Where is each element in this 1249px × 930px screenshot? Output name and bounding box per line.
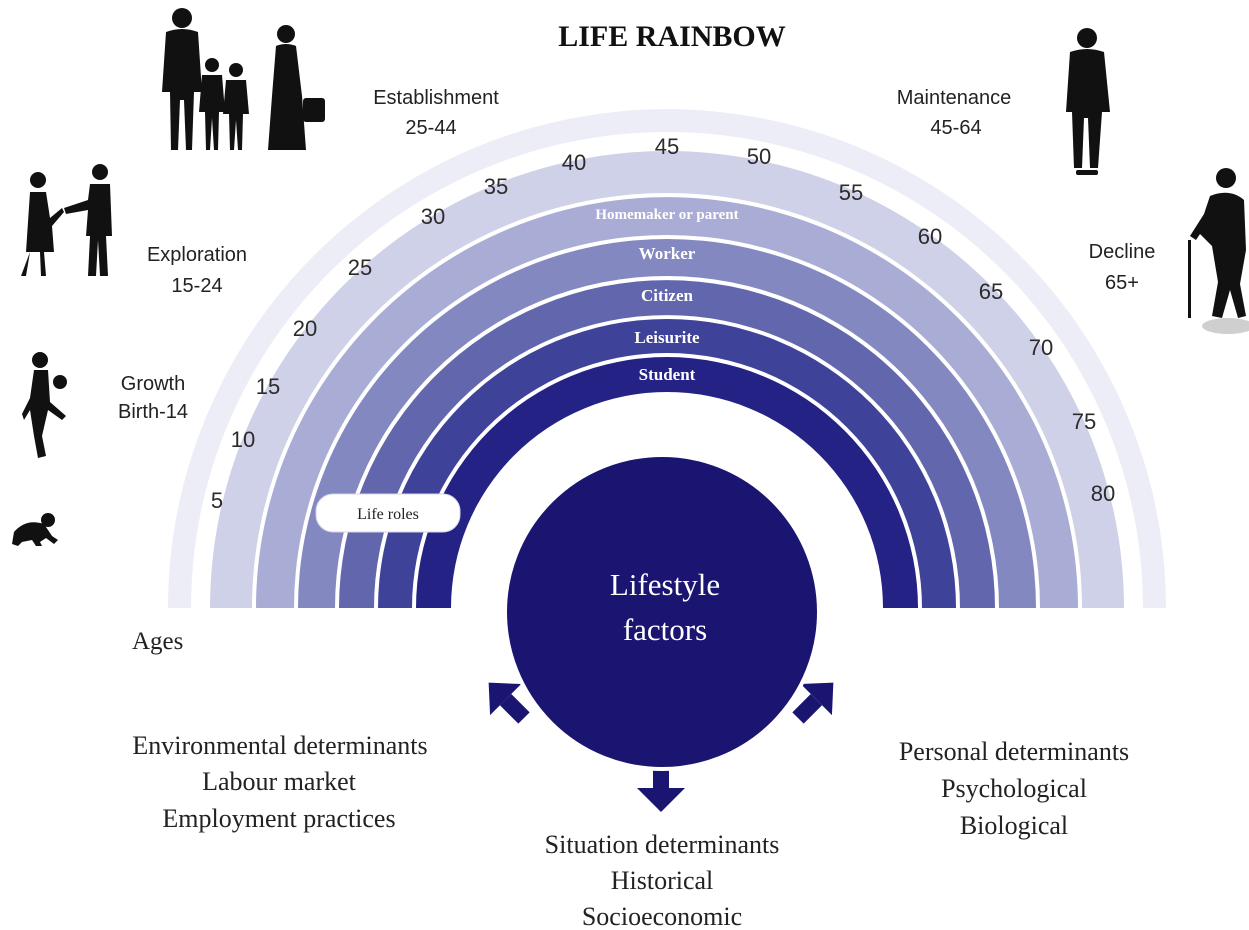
personal-item: Psychological <box>941 774 1087 803</box>
stage-ages-establishment: 25-44 <box>405 117 456 139</box>
child-kicking-ball-silhouette-icon <box>22 352 67 458</box>
situation-item: Historical <box>611 866 714 895</box>
age-tick: 75 <box>1072 409 1096 434</box>
crawling-baby-silhouette-icon <box>12 513 58 546</box>
age-tick: 25 <box>348 255 372 280</box>
personal-item: Biological <box>960 811 1068 840</box>
lifestyle-factors-circle: Lifestyle factors <box>503 453 821 771</box>
family-silhouette-icon <box>162 8 325 150</box>
situation-determinants: Situation determinants Historical Socioe… <box>545 830 780 930</box>
elderly-man-with-cane-silhouette-icon <box>1188 168 1249 334</box>
situation-title: Situation determinants <box>545 830 780 859</box>
stage-name-growth: Growth <box>121 373 185 395</box>
stage-name-maintenance: Maintenance <box>897 87 1012 109</box>
environmental-item: Employment practices <box>162 804 395 833</box>
center-label-line2: factors <box>623 612 707 647</box>
age-tick: 30 <box>421 204 445 229</box>
age-tick: 70 <box>1029 335 1053 360</box>
role-label-child: Child <box>647 410 688 429</box>
determinant-arrows <box>488 682 834 812</box>
arrow-to-personal <box>792 682 834 724</box>
role-label-student: Student <box>639 365 696 384</box>
band-citizen <box>298 239 1036 608</box>
band-student <box>378 319 956 608</box>
environmental-determinants: Environmental determinants Labour market… <box>132 731 427 833</box>
age-tick: 60 <box>918 224 942 249</box>
stage-ages-growth: Birth-14 <box>118 401 188 423</box>
life-roles-label: Life roles <box>357 506 419 523</box>
stage-ages-exploration: 15-24 <box>171 275 222 297</box>
personal-title: Personal determinants <box>899 737 1129 766</box>
life-roles-pill: Life roles <box>315 493 461 533</box>
rainbow-bands <box>168 109 1166 609</box>
environmental-item: Labour market <box>202 767 357 796</box>
age-ticks: 5 10 15 20 25 30 35 40 45 50 55 60 65 70… <box>211 134 1115 513</box>
personal-determinants: Personal determinants Psychological Biol… <box>899 737 1129 840</box>
age-tick: 55 <box>839 180 863 205</box>
center-label-line1: Lifestyle <box>610 567 720 602</box>
businessman-silhouette-icon <box>1066 28 1110 175</box>
band-child <box>416 357 918 608</box>
ages-label: Ages <box>132 628 183 655</box>
stage-name-establishment: Establishment <box>373 87 499 109</box>
stage-ages-decline: 65+ <box>1105 272 1139 294</box>
environmental-title: Environmental determinants <box>132 731 427 760</box>
life-stage-labels: Growth Birth-14 Exploration 15-24 Establ… <box>118 87 1155 423</box>
age-tick: 20 <box>293 316 317 341</box>
situation-item: Socioeconomic <box>582 902 742 930</box>
age-tick: 80 <box>1091 481 1115 506</box>
arrow-to-situation <box>637 766 685 812</box>
band-leisurite <box>339 280 995 608</box>
age-tick: 65 <box>979 279 1003 304</box>
stage-name-decline: Decline <box>1089 241 1156 263</box>
stage-ages-maintenance: 45-64 <box>930 117 981 139</box>
role-label-homemaker: Homemaker or parent <box>595 207 738 223</box>
life-role-labels: Homemaker or parent Worker Citizen Leisu… <box>595 207 738 429</box>
arrow-to-environmental <box>488 682 530 724</box>
couple-dancing-silhouette-icon <box>21 164 112 276</box>
role-label-worker: Worker <box>639 244 696 263</box>
diagram-title: LIFE RAINBOW <box>558 20 786 53</box>
stage-name-exploration: Exploration <box>147 244 247 266</box>
age-tick: 40 <box>562 150 586 175</box>
role-label-citizen: Citizen <box>641 286 693 305</box>
age-tick: 10 <box>231 427 255 452</box>
age-tick: 35 <box>484 174 508 199</box>
role-label-leisurite: Leisurite <box>634 328 700 347</box>
age-tick: 50 <box>747 144 771 169</box>
age-tick: 5 <box>211 488 223 513</box>
age-tick: 15 <box>256 374 280 399</box>
age-tick: 45 <box>655 134 679 159</box>
